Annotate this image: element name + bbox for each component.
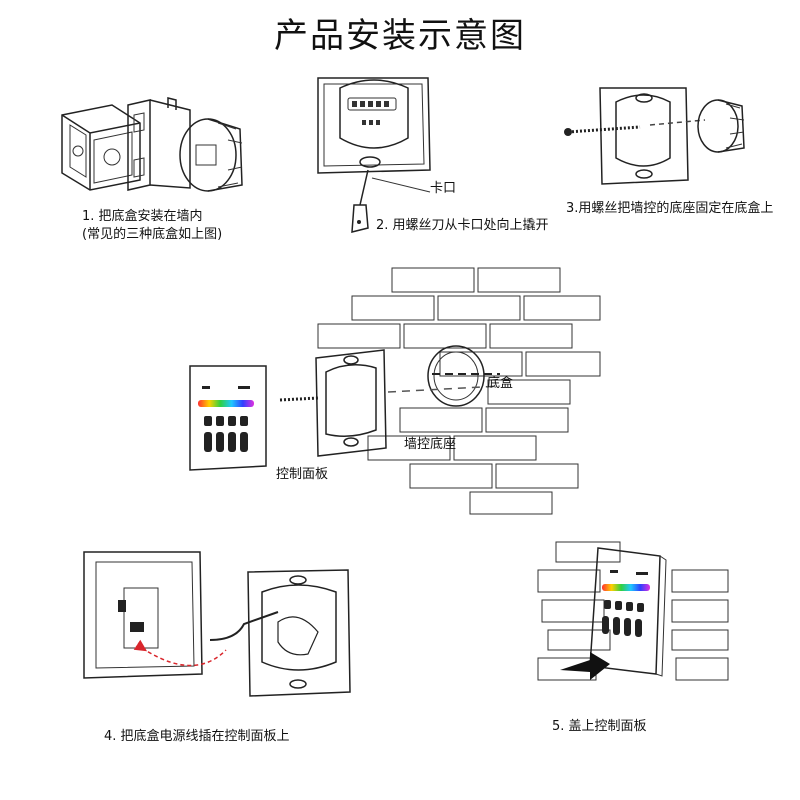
step2-caption: 2. 用螺丝刀从卡口处向上撬开 [376, 218, 549, 233]
page-title: 产品安装示意图 [274, 16, 526, 56]
control-panel-icon [189, 365, 267, 471]
junction-box-icon [179, 118, 243, 192]
junction-box-icon [127, 97, 191, 191]
step1-caption: 1. 把底盒安装在墙内 [82, 209, 203, 224]
panel-back-icon [247, 569, 351, 697]
screw-icon [564, 119, 706, 136]
panel-back-icon [83, 551, 227, 679]
screwdriver-icon [351, 169, 431, 233]
step5-caption: 5. 盖上控制面板 [552, 719, 647, 734]
push-arrow-icon [560, 652, 610, 680]
step3-caption: 3.用螺丝把墙控的底座固定在底盒上 [566, 201, 774, 216]
label-control-panel: 控制面板 [276, 467, 329, 482]
panel-back-icon [317, 77, 431, 174]
panel-back-icon [599, 87, 689, 185]
junction-box-icon [697, 99, 745, 153]
label-junction-box: 底盒 [487, 376, 514, 391]
step4-caption: 4. 把底盒电源线插在控制面板上 [104, 729, 290, 744]
control-panel-icon [589, 547, 667, 677]
step2-callout: 卡口 [430, 181, 457, 196]
step1-caption-note: (常见的三种底盒如上图) [82, 227, 223, 242]
junction-box-icon [61, 104, 141, 191]
wall-bricks-icon [537, 541, 729, 681]
label-wall-base: 墙控底座 [404, 437, 457, 452]
wall-bricks-icon [279, 267, 601, 515]
